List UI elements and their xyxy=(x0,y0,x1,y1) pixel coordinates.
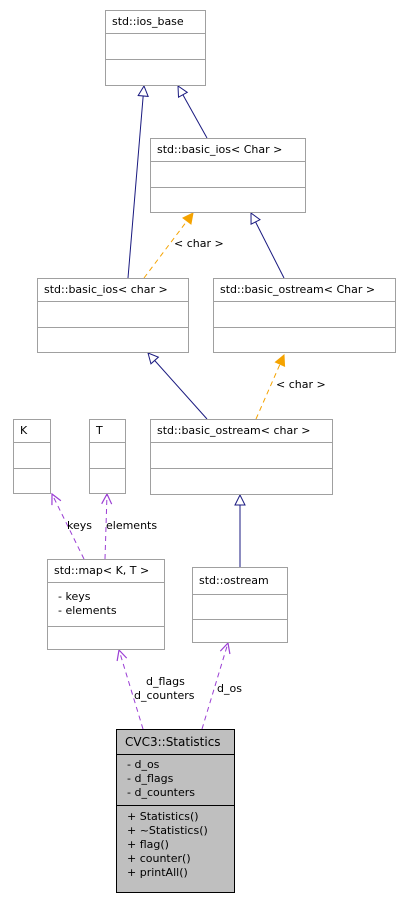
class-methods-section xyxy=(151,187,305,212)
class-box-map[interactable]: std::map< K, T > - keys - elements xyxy=(47,559,165,650)
class-title: K xyxy=(20,424,28,437)
class-methods-section xyxy=(214,327,395,352)
edge-label-d-counters: d_counters xyxy=(134,689,195,702)
class-attributes-section xyxy=(151,442,332,468)
class-box-basic-ostream-Char[interactable]: std::basic_ostream< Char > xyxy=(213,278,396,353)
attribute-d-os: - d_os xyxy=(127,758,160,771)
class-methods-section xyxy=(151,468,332,494)
class-attributes-section xyxy=(106,33,205,59)
class-box-basic-ios-char[interactable]: std::basic_ios< char > xyxy=(37,278,189,353)
class-title: CVC3::Statistics xyxy=(125,735,221,749)
class-attributes-section: - keys - elements xyxy=(48,582,164,626)
edge-label-keys: keys xyxy=(67,519,92,532)
method-counter: + counter() xyxy=(127,852,191,865)
edge-basic-ostream-char-to-basic-ios-char xyxy=(148,353,208,420)
class-attributes-section xyxy=(193,594,287,619)
class-box-K[interactable]: K xyxy=(13,419,51,494)
method-destructor: + ~Statistics() xyxy=(127,824,208,837)
class-box-statistics[interactable]: CVC3::Statistics - d_os - d_flags - d_co… xyxy=(116,729,235,893)
edge-label-d-flags: d_flags xyxy=(146,675,185,688)
class-box-ostream[interactable]: std::ostream xyxy=(192,567,288,643)
class-title: std::basic_ios< char > xyxy=(44,283,168,296)
edge-label-elements: elements xyxy=(106,519,158,532)
edge-template-basic-ios-char xyxy=(143,213,193,279)
class-methods-section xyxy=(38,327,188,352)
class-methods-section: + Statistics() + ~Statistics() + flag() … xyxy=(117,805,234,892)
edge-label-d-os: d_os xyxy=(217,682,242,695)
class-methods-section xyxy=(14,468,50,493)
class-methods-section xyxy=(90,468,125,493)
class-methods-section xyxy=(193,619,287,642)
class-attributes-section xyxy=(90,442,125,468)
class-box-ios-base[interactable]: std::ios_base xyxy=(105,10,206,86)
edge-usage-keys xyxy=(52,494,85,560)
edge-label-char-2: < char > xyxy=(276,378,326,391)
edge-label-char-1: < char > xyxy=(174,237,224,250)
class-box-T[interactable]: T xyxy=(89,419,126,494)
class-attributes-section xyxy=(14,442,50,468)
attribute-keys: - keys xyxy=(58,590,91,603)
method-print-all: + printAll() xyxy=(127,866,188,879)
class-box-basic-ostream-char[interactable]: std::basic_ostream< char > xyxy=(150,419,333,495)
class-box-basic-ios-Char[interactable]: std::basic_ios< Char > xyxy=(150,138,306,213)
method-flag: + flag() xyxy=(127,838,169,851)
method-constructor: + Statistics() xyxy=(127,810,199,823)
class-title: std::basic_ostream< Char > xyxy=(220,283,376,296)
class-title: std::ios_base xyxy=(112,15,184,28)
class-title: std::map< K, T > xyxy=(54,564,150,577)
edge-basic-ios-Char-to-ios-base xyxy=(178,86,208,139)
edge-basic-ios-char-to-ios-base xyxy=(127,86,144,279)
attribute-elements: - elements xyxy=(58,604,117,617)
edge-usage-d-os xyxy=(201,643,228,730)
edge-template-basic-ostream-char xyxy=(255,355,284,420)
class-title: T xyxy=(96,424,103,437)
class-title: std::basic_ostream< char > xyxy=(157,424,311,437)
class-title: std::basic_ios< Char > xyxy=(157,143,283,156)
class-attributes-section: - d_os - d_flags - d_counters xyxy=(117,754,234,805)
edge-usage-flags-counters xyxy=(119,650,144,730)
attribute-d-flags: - d_flags xyxy=(127,772,174,785)
class-methods-section xyxy=(48,626,164,649)
class-methods-section xyxy=(106,59,205,85)
edge-basic-ostream-Char-to-basic-ios-Char xyxy=(251,213,285,279)
edge-usage-elements xyxy=(105,494,107,560)
attribute-d-counters: - d_counters xyxy=(127,786,196,799)
class-attributes-section xyxy=(38,301,188,327)
class-attributes-section xyxy=(151,161,305,187)
class-title: std::ostream xyxy=(199,574,269,587)
class-attributes-section xyxy=(214,301,395,327)
